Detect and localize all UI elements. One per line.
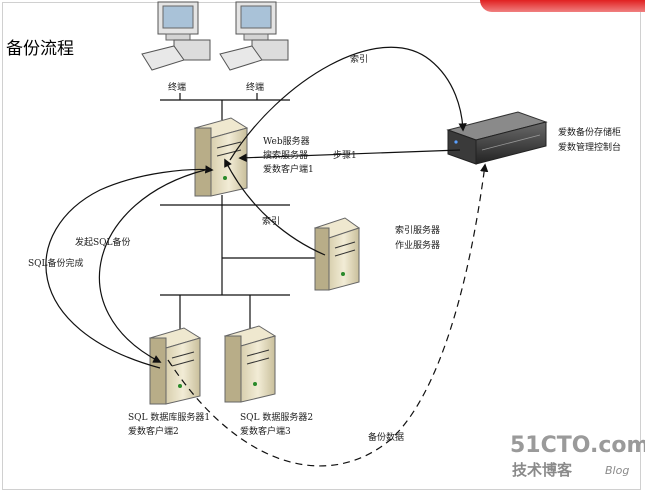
arrow-backup-data xyxy=(167,163,489,467)
terminal-1-icon xyxy=(141,1,211,71)
label-db2-line2: 爱数客户端3 xyxy=(240,425,291,437)
label-terminal-2: 终端 xyxy=(246,81,264,93)
arrow-step1 xyxy=(238,149,461,162)
arrow-sql-start xyxy=(98,169,206,363)
label-storage-line1: 爱数备份存储柜 xyxy=(558,126,621,138)
label-index-server-line2: 作业服务器 xyxy=(395,239,440,251)
slide-frame xyxy=(2,2,641,490)
label-db1-line2: 爱数客户端2 xyxy=(128,425,179,437)
backup-storage-icon xyxy=(446,111,548,165)
label-backup-data: 备份数据 xyxy=(368,431,404,443)
index-server-icon xyxy=(313,217,361,291)
label-web-line3: 爱数客户端1 xyxy=(263,163,314,175)
sql-server-1-icon xyxy=(148,327,202,405)
sql-server-2-icon xyxy=(223,325,277,403)
watermark-site: 51CTO.com xyxy=(510,433,645,458)
watermark: 51CTO.com 技术博客 Blog xyxy=(510,433,645,479)
label-step1: 步骤1 xyxy=(333,150,357,161)
terminal-2-icon xyxy=(219,1,289,71)
label-storage-line2: 爱数管理控制台 xyxy=(558,141,621,153)
arrow-sql-done xyxy=(45,165,214,369)
watermark-sub: 技术博客 xyxy=(512,461,573,479)
watermark-blog: Blog xyxy=(605,464,629,477)
label-index-mid: 索引 xyxy=(262,215,280,227)
label-sql-done: SQL备份完成 xyxy=(28,257,84,269)
label-terminal-1: 终端 xyxy=(168,81,186,93)
flow-arrows xyxy=(45,46,489,467)
label-index-server-line1: 索引服务器 xyxy=(395,224,440,236)
arrow-index-top xyxy=(229,46,467,161)
label-db1-line1: SQL 数据库服务器1 xyxy=(128,411,210,423)
header-band xyxy=(480,0,645,12)
label-web-line2: 搜索服务器 xyxy=(263,149,308,161)
label-db2-line1: SQL 数据服务器2 xyxy=(240,411,313,423)
arrow-index-mid xyxy=(224,158,326,256)
label-web-line1: Web服务器 xyxy=(263,135,310,147)
page-title: 备份流程 xyxy=(6,39,74,59)
network-lines xyxy=(160,93,318,330)
label-index-top: 索引 xyxy=(350,53,368,65)
label-sql-start: 发起SQL备份 xyxy=(75,236,131,248)
